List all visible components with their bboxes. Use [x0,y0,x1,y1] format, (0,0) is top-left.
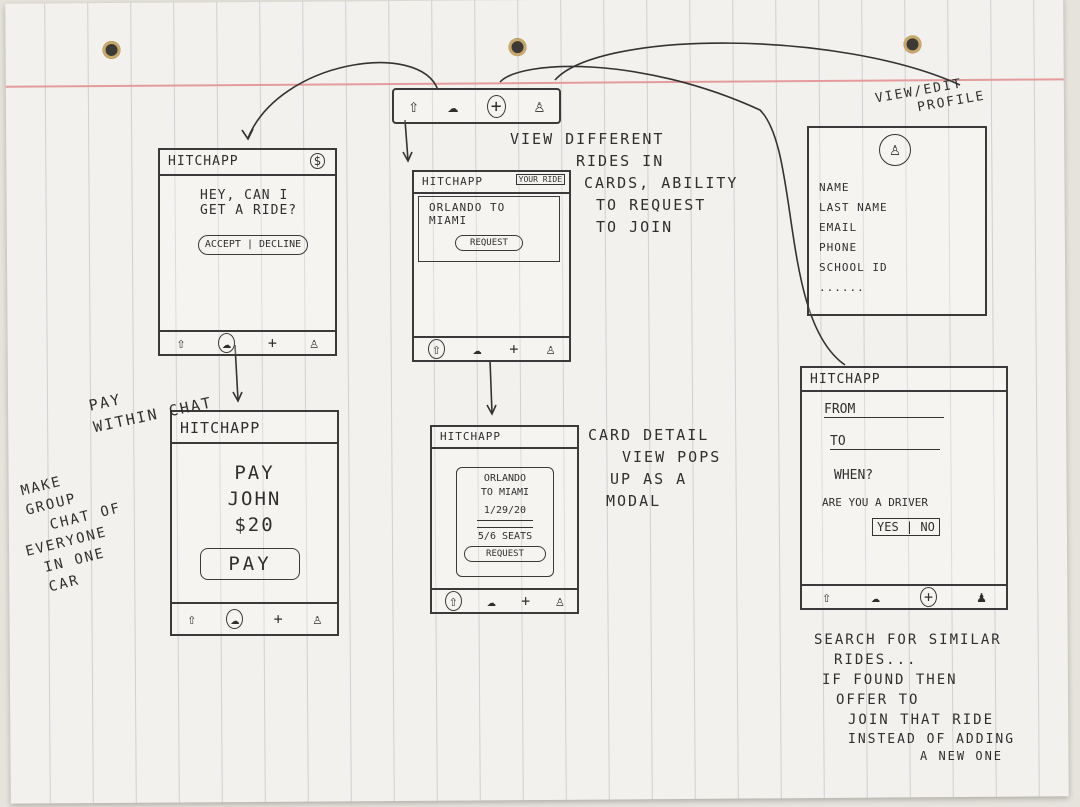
create-header: HITCHAPP [802,368,1006,392]
home-icon[interactable]: ⇧ [187,610,197,628]
chat-icon[interactable]: ☁ [226,609,244,629]
home-icon[interactable]: ⇧ [427,339,445,359]
email-field[interactable]: EMAIL [819,221,858,234]
profile-screen: ♙ NAME LAST NAME EMAIL PHONE SCHOOL ID .… [807,126,987,316]
accept-button[interactable]: ACCEPT [204,239,241,250]
add-icon[interactable]: + [521,592,531,610]
profile-icon[interactable]: ♙ [546,340,556,358]
to-field[interactable]: TO [830,434,940,450]
add-icon[interactable]: + [486,94,506,118]
from-field[interactable]: FROM [824,402,944,418]
app-title: HITCHAPP [180,419,261,437]
add-icon[interactable]: + [273,610,283,628]
detail-modal: ORLANDO TO MIAMI 1/29/20 5/6 SEATS REQUE… [456,467,554,577]
phone-field[interactable]: PHONE [819,241,858,254]
last-name-field[interactable]: LAST NAME [819,201,888,214]
chat-header: HITCHAPP $ [160,150,335,176]
home-icon[interactable]: ⇧ [408,95,420,117]
dollar-icon[interactable]: $ [309,153,325,169]
top-nav-bar: ⇧ ☁ + ♙ [392,88,561,124]
avatar-icon[interactable]: ♙ [879,134,911,166]
no-option[interactable]: NO [920,520,935,534]
profile-icon[interactable]: ♙ [309,334,319,352]
profile-icon[interactable]: ♟ [976,588,987,606]
bottom-nav: ⇧ ☁ + ♙ [160,330,335,354]
profile-icon[interactable]: ♙ [533,95,545,117]
profile-icon[interactable]: ♙ [555,592,565,610]
note-rides: VIEW DIFFERENT RIDES IN CARDS, ABILITY T… [510,130,739,236]
when-label[interactable]: WHEN? [834,468,874,483]
more-fields: ...... [819,281,865,294]
profile-fields: NAME LAST NAME EMAIL PHONE SCHOOL ID ...… [819,178,888,298]
your-ride-tab[interactable]: YOUR RIDE [515,174,565,185]
bottom-nav: ⇧ ☁ + ♙ [414,336,569,360]
pay-button[interactable]: PAY [200,548,300,580]
note-search: SEARCH FOR SIMILAR RIDES... IF FOUND THE… [814,632,1016,763]
home-icon[interactable]: ⇧ [176,334,186,352]
driver-question: ARE YOU A DRIVER [822,496,928,509]
home-icon[interactable]: ⇧ [821,588,832,606]
add-icon[interactable]: + [267,334,277,352]
detail-screen: HITCHAPP ORLANDO TO MIAMI 1/29/20 5/6 SE… [430,425,579,614]
app-title: HITCHAPP [422,175,483,188]
create-ride-screen: HITCHAPP FROM TO WHEN? ARE YOU A DRIVER … [800,366,1008,610]
rides-header: HITCHAPP YOUR RIDE [414,172,569,194]
ride-route: ORLANDO TO MIAMI [429,201,506,227]
chat-icon[interactable]: ☁ [870,588,881,606]
note-card-detail: CARD DETAIL VIEW POPS UP AS A MODAL [588,426,722,510]
request-button[interactable]: REQUEST [464,546,546,562]
ride-card[interactable]: ORLANDO TO MIAMI REQUEST [418,196,560,262]
chat-icon[interactable]: ☁ [447,95,459,117]
chat-screen: HITCHAPP $ HEY, CAN I GET A RIDE? ACCEPT… [158,148,337,356]
app-title: HITCHAPP [810,372,881,387]
chat-icon[interactable]: ☁ [486,592,496,610]
bottom-nav: ⇧ ☁ + ♙ [432,588,577,612]
pay-screen: HITCHAPP PAY JOHN $20 PAY ⇧ ☁ + ♙ [170,410,339,636]
chat-message: HEY, CAN I GET A RIDE? [200,188,298,218]
scribble [477,520,533,528]
name-field[interactable]: NAME [819,181,850,194]
accept-decline-group: ACCEPT | DECLINE [198,235,308,255]
home-icon[interactable]: ⇧ [444,591,462,611]
bottom-nav: ⇧ ☁ + ♙ [172,602,337,634]
yes-option[interactable]: YES [877,520,899,534]
decline-button[interactable]: DECLINE [259,239,302,250]
school-id-field[interactable]: SCHOOL ID [819,261,888,274]
add-icon[interactable]: + [919,587,938,607]
chat-icon[interactable]: ☁ [472,340,482,358]
detail-header: HITCHAPP [432,427,577,449]
bottom-nav: ⇧ ☁ + ♟ [802,584,1006,608]
yes-no-toggle: YES | NO [872,518,940,536]
app-title: HITCHAPP [168,154,239,169]
app-title: HITCHAPP [440,430,501,443]
request-button[interactable]: REQUEST [455,235,523,251]
pay-summary: PAY JOHN $20 [227,462,282,536]
pay-header: HITCHAPP [172,412,337,444]
profile-icon[interactable]: ♙ [312,610,322,628]
rides-screen: HITCHAPP YOUR RIDE ORLANDO TO MIAMI REQU… [412,170,571,362]
add-icon[interactable]: + [509,340,519,358]
chat-icon[interactable]: ☁ [218,333,236,353]
